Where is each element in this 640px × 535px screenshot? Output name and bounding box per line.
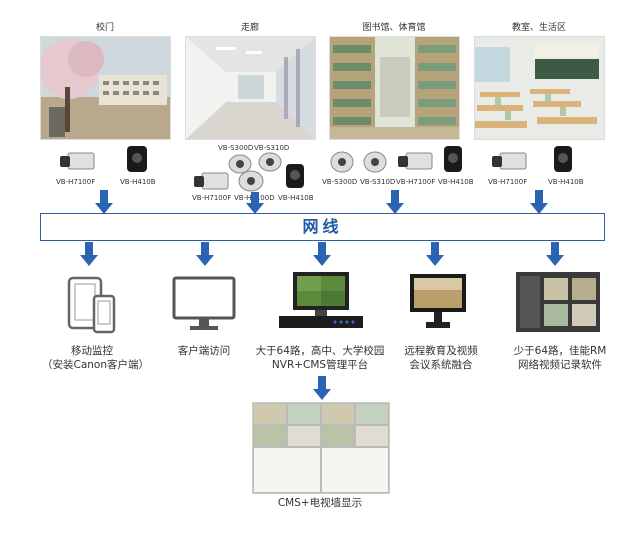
network-bar: 网线 (40, 213, 605, 241)
down-arrow-icon (530, 190, 548, 214)
camera-label: VB-H7100F (396, 178, 436, 186)
down-arrow-icon (546, 242, 564, 266)
ptz-camera-icon (127, 146, 147, 172)
wall-screen (253, 425, 287, 447)
dome-camera-icon (330, 151, 354, 173)
wall-cabinet (321, 447, 389, 493)
camera-label: VB-S310D (360, 178, 396, 186)
mobile-devices-icon (67, 276, 116, 334)
corridor-photo (185, 36, 316, 140)
device-label-client: 客户端访问 (177, 345, 231, 357)
down-arrow-icon (246, 192, 264, 214)
camera-label: VB-H410B (548, 178, 584, 186)
camera-label: VB-H410B (120, 178, 156, 186)
ptz-camera-icon (286, 164, 304, 188)
location-label-corridor: 走廊 (240, 23, 259, 33)
monitor-icon (172, 276, 236, 330)
camera-label: VB-S310D (254, 144, 290, 152)
location-label-classroom: 教室、生活区 (511, 23, 566, 33)
ptz-camera-icon (444, 146, 462, 172)
video-wall-label: CMS+电视墙显示 (277, 497, 363, 509)
wall-screen (253, 403, 287, 425)
nvr-icon (279, 272, 363, 328)
dome-camera-icon (238, 170, 264, 192)
wall-cabinet (253, 447, 321, 493)
camera-label: VB-S300D (218, 144, 254, 152)
camera-label: VB-H7100F (192, 194, 232, 202)
wall-screen (355, 403, 389, 425)
device-label-nvr: 大于64路，高中、大学校园 NVR+CMS管理平台 (255, 345, 385, 371)
down-arrow-icon (426, 242, 444, 266)
rm-software-screen-icon (516, 272, 600, 332)
wall-screen (321, 403, 355, 425)
down-arrow-icon (386, 190, 404, 214)
device-label-rm: 少于64路，佳能RM 网络视频记录软件 (513, 345, 607, 371)
box-camera-icon (194, 172, 229, 190)
ptz-camera-icon (554, 146, 572, 172)
wall-screen (321, 425, 355, 447)
dome-camera-icon (258, 152, 282, 172)
dome-camera-icon (228, 154, 252, 174)
down-arrow-icon (313, 376, 331, 400)
box-camera-icon (398, 152, 433, 170)
gate-photo (40, 36, 171, 140)
location-label-library: 图书馆、体育馆 (362, 23, 426, 33)
library-photo (329, 36, 460, 140)
wall-screen (287, 425, 321, 447)
down-arrow-icon (95, 190, 113, 214)
dome-camera-icon (363, 151, 387, 173)
box-camera-icon (492, 152, 527, 170)
device-label-mobile: 移动监控 （安装Canon客户端） (42, 345, 149, 371)
camera-label: VB-H7100F (56, 178, 96, 186)
wall-screen (355, 425, 389, 447)
device-label-conference: 远程教育及视频 会议系统融合 (404, 345, 478, 371)
camera-label: VB-H7100F (488, 178, 528, 186)
box-camera-icon (60, 152, 95, 170)
down-arrow-icon (196, 242, 214, 266)
camera-label: VB-H410B (278, 194, 314, 202)
video-wall (252, 402, 390, 494)
down-arrow-icon (313, 242, 331, 266)
camera-label: VB-S300D (322, 178, 358, 186)
down-arrow-icon (80, 242, 98, 266)
classroom-photo (474, 36, 605, 140)
location-label-gate: 校门 (95, 23, 114, 33)
wall-screen (287, 403, 321, 425)
network-label: 网线 (302, 217, 343, 236)
conference-display-icon (410, 274, 466, 328)
camera-label: VB-H410B (438, 178, 474, 186)
